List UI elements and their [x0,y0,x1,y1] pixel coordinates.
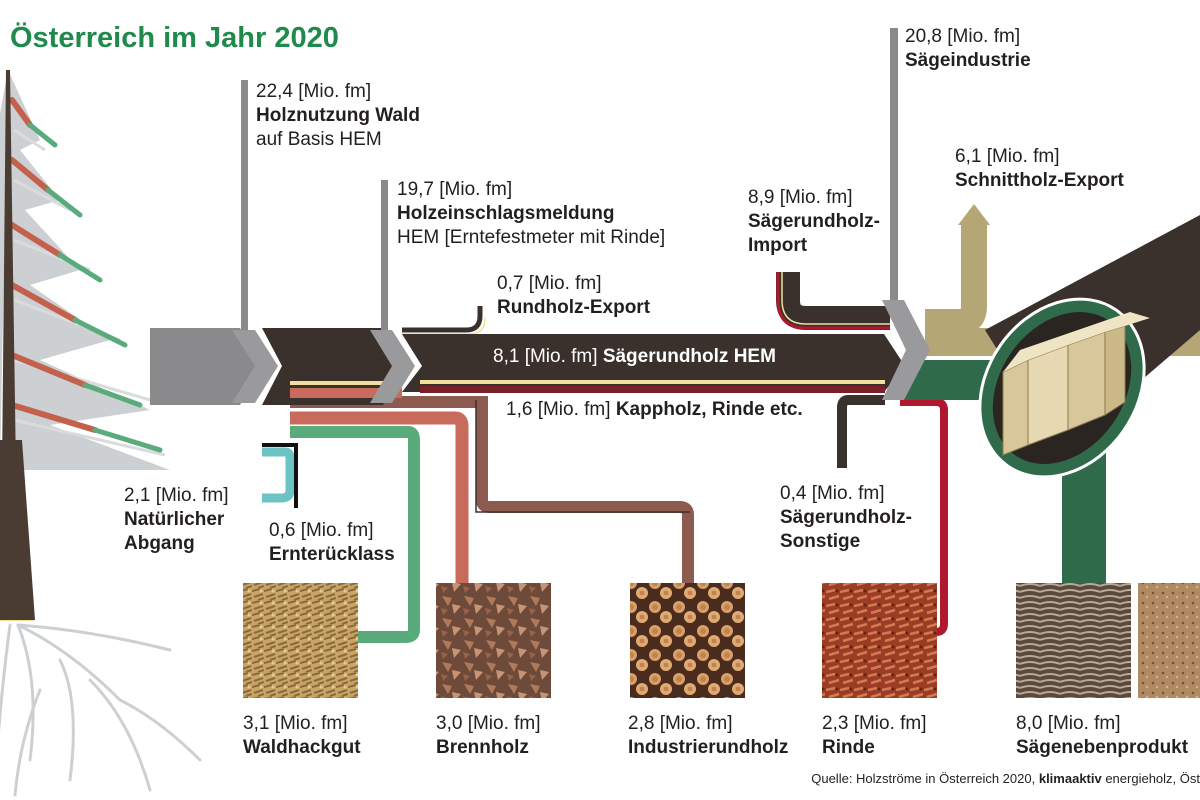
kappholz-value: 1,6 [Mio. fm] [506,399,611,420]
product-industrierundholz-label: 2,8 [Mio. fm] Industrierundholz [628,712,788,760]
product-value: 2,3 [Mio. fm] [822,713,927,734]
rundholz-export-value: 0,7 [Mio. fm] [497,273,602,294]
saegeindustrie-line [890,28,898,302]
page-title: Österreich im Jahr 2020 [10,22,339,54]
schnittholz-export-value: 6,1 [Mio. fm] [955,146,1060,167]
saegerundholz-import-flow [776,272,890,330]
holzeinschlag-sub: HEM [Erntefestmeter mit Rinde] [397,227,666,248]
import-value: 8,9 [Mio. fm] [748,187,853,208]
natuerlicher-abgang-flow [262,447,295,503]
source-bold: klimaaktiv [1038,771,1102,786]
rundholz-export-flow [402,306,483,333]
saegerundholz-hem-value: 8,1 [Mio. fm] [493,346,598,367]
flow-chevrons [232,300,930,403]
rinde-flow [900,398,948,636]
brennholz-image [436,583,551,698]
holznutzung-sub: auf Basis HEM [256,129,382,150]
abgang-name: Natürlicher [124,509,225,530]
sawmill-log-illustration [978,215,1200,479]
rinde-image [822,583,937,698]
schnittholz-export-label: 6,1 [Mio. fm] Schnittholz-Export [955,145,1124,193]
saegerundholz-hem-label: 8,1 [Mio. fm] Sägerundholz HEM [493,346,776,368]
import-name: Sägerundholz- [748,211,880,232]
source-suffix: energieholz, Öst [1101,771,1200,786]
product-saegenebenprodukte-label: 8,0 [Mio. fm] Sägenebenprodukt [1016,712,1200,760]
abgang-name-2: Abgang [124,533,195,554]
saegerundholz-sonstige-label: 0,4 [Mio. fm] Sägerundholz- Sonstige [780,482,912,554]
rundholz-export-name: Rundholz-Export [497,297,651,318]
waldhackgut-flow [290,426,420,643]
product-value: 3,1 [Mio. fm] [243,713,348,734]
sonstige-value: 0,4 [Mio. fm] [780,483,885,504]
product-value: 3,0 [Mio. fm] [436,713,541,734]
kappholz-label: 1,6 [Mio. fm] Kappholz, Rinde etc. [506,399,803,421]
waldhackgut-image [243,583,358,698]
tree-illustration [0,70,202,797]
ernteruecklass-label: 0,6 [Mio. fm] Ernterücklass [269,519,395,567]
industrierundholz-image [630,583,745,698]
ernteruecklass-value: 0,6 [Mio. fm] [269,520,374,541]
holznutzung-line [241,80,248,330]
product-name: Brennholz [436,737,529,758]
product-name: Sägenebenprodukt [1016,737,1189,758]
natuerlicher-abgang-label: 2,1 [Mio. fm] Natürlicher Abgang [124,484,229,556]
holznutzung-label: 22,4 [Mio. fm] Holznutzung Wald auf Basi… [256,80,420,152]
schnittholz-export-name: Schnittholz-Export [955,170,1124,191]
abgang-value: 2,1 [Mio. fm] [124,485,229,506]
saegerundholz-import-label: 8,9 [Mio. fm] Sägerundholz- Import [748,186,880,258]
schnittholz-export-flow [925,225,987,335]
sonstige-name-2: Sonstige [780,531,861,552]
product-name: Rinde [822,737,875,758]
holzeinschlag-value: 19,7 [Mio. fm] [397,179,513,200]
holznutzung-name: Holznutzung Wald [256,105,420,126]
brennholz-flow [290,411,469,585]
holznutzung-flow [150,328,262,405]
sonstige-name: Sägerundholz- [780,507,912,528]
saegerundholz-hem-flow [402,334,905,392]
product-rinde-label: 2,3 [Mio. fm] Rinde [822,712,927,760]
holzeinschlag-line [381,180,388,330]
product-name: Industrierundholz [628,737,789,758]
saegerundholz-hem-name: Sägerundholz HEM [602,346,776,367]
kappholz-name: Kappholz, Rinde etc. [615,399,803,420]
ernteruecklass-name: Ernterücklass [269,544,395,565]
product-value: 2,8 [Mio. fm] [628,713,733,734]
ernteruecklass-flow [262,443,298,508]
saegeindustrie-name: Sägeindustrie [905,50,1031,71]
holzeinschlag-label: 19,7 [Mio. fm] Holzeinschlagsmeldung HEM… [397,178,665,250]
source-prefix: Quelle: Holzströme in Österreich 2020, [811,771,1039,786]
source-note: Quelle: Holzströme in Österreich 2020, k… [811,771,1200,786]
saegenebenprodukte-image [1016,583,1131,698]
product-waldhackgut-label: 3,1 [Mio. fm] Waldhackgut [243,712,361,760]
product-name: Waldhackgut [243,737,361,758]
rundholz-export-label: 0,7 [Mio. fm] Rundholz-Export [497,272,650,320]
saegenebenprodukte-image-2 [1138,583,1200,698]
saegeindustrie-label: 20,8 [Mio. fm] Sägeindustrie [905,25,1031,73]
saegerundholz-sonstige-flow [837,395,885,468]
product-brennholz-label: 3,0 [Mio. fm] Brennholz [436,712,541,760]
product-value: 8,0 [Mio. fm] [1016,713,1121,734]
saegeindustrie-value: 20,8 [Mio. fm] [905,26,1021,47]
import-name-2: Import [748,235,808,256]
holzeinschlag-name: Holzeinschlagsmeldung [397,203,615,224]
holznutzung-value: 22,4 [Mio. fm] [256,81,372,102]
